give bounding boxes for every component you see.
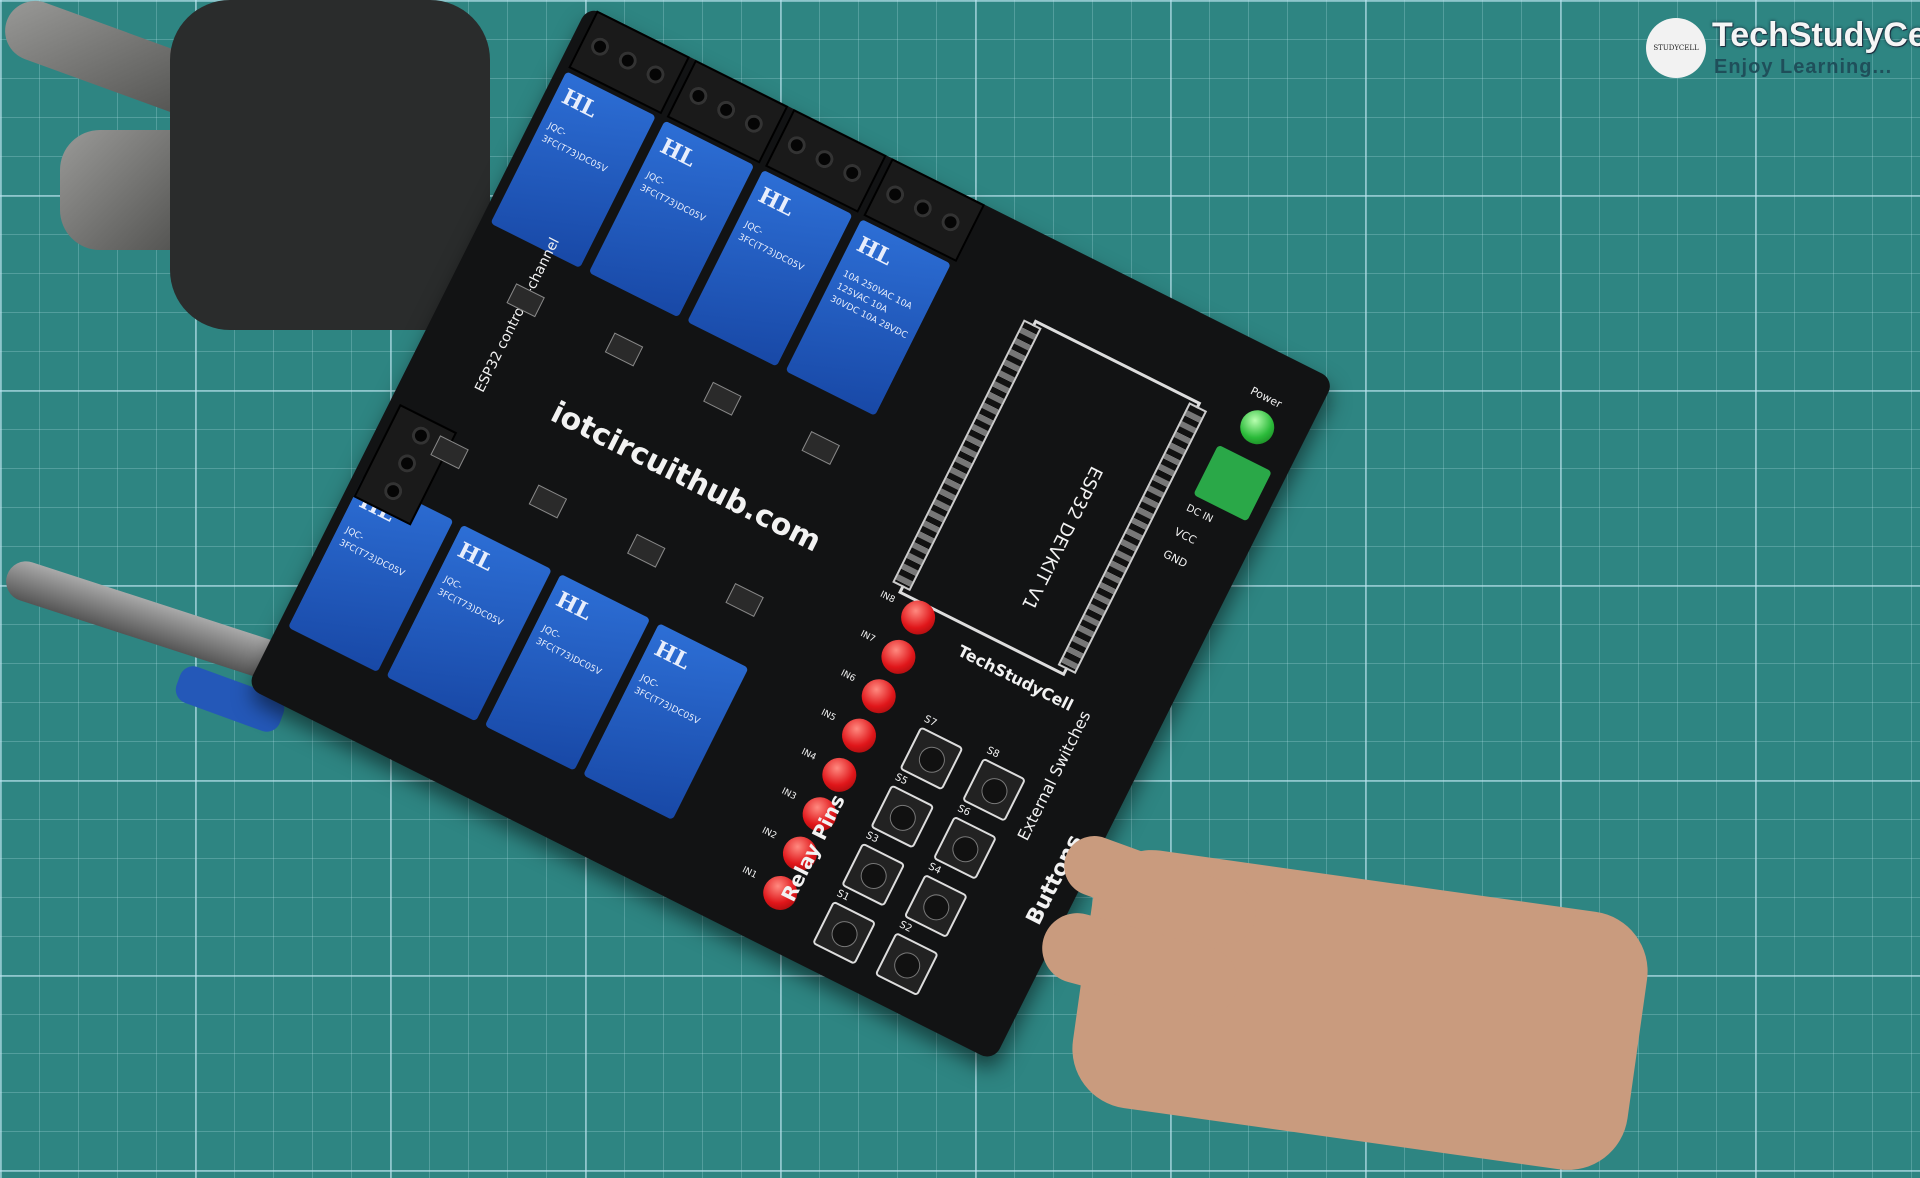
push-button[interactable] bbox=[932, 815, 998, 881]
relay-model: JQC-3FC(T73)DC05V bbox=[539, 121, 609, 176]
indicator-led bbox=[836, 712, 882, 759]
relay-model: JQC-3FC(T73)DC05V bbox=[637, 170, 707, 225]
led-label: IN7 bbox=[858, 629, 877, 645]
esp32-label: ESP32 DEVKIT V1 bbox=[1017, 462, 1107, 613]
optocoupler bbox=[528, 484, 568, 519]
push-button[interactable] bbox=[811, 900, 877, 965]
button-label: S2 bbox=[897, 919, 914, 935]
website-label: iotcircuithub.com bbox=[545, 395, 827, 560]
push-button[interactable] bbox=[961, 757, 1027, 822]
push-button[interactable] bbox=[870, 784, 935, 849]
button-label: S5 bbox=[892, 771, 910, 788]
relay-model: JQC-3FC(T73)DC05V bbox=[435, 574, 505, 629]
button-label: S4 bbox=[926, 861, 943, 877]
button-label: S7 bbox=[922, 713, 939, 730]
button-label: S3 bbox=[863, 829, 881, 846]
watermark-brand: TechStudyCell bbox=[1712, 16, 1920, 54]
indicator-led bbox=[875, 634, 922, 680]
alligator-clip bbox=[0, 556, 290, 684]
relay-spec: 10A 250VAC 10A 125VAC 10A 30VDC 10A 28VD… bbox=[828, 269, 914, 342]
led-label: IN4 bbox=[799, 747, 818, 763]
led-label: IN2 bbox=[760, 825, 779, 842]
optocoupler bbox=[725, 582, 764, 617]
push-button[interactable] bbox=[874, 931, 939, 997]
relay-brand: HL bbox=[650, 635, 695, 676]
push-button[interactable] bbox=[899, 726, 964, 791]
dc-label: DC IN bbox=[1184, 502, 1215, 526]
relay-model: JQC-3FC(T73)DC05V bbox=[533, 624, 603, 678]
techstudycell-logo: STUDYCELL bbox=[1646, 18, 1706, 78]
relay-model: JQC-3FC(T73)DC05V bbox=[632, 673, 702, 727]
optocoupler bbox=[604, 332, 644, 367]
button-label: S8 bbox=[984, 745, 1001, 761]
relay-model: JQC-3FC(T73)DC05V bbox=[337, 525, 407, 580]
relay-brand: HL bbox=[655, 133, 700, 173]
relay-brand: HL bbox=[453, 537, 498, 577]
indicator-led bbox=[816, 752, 863, 798]
power-label: Power bbox=[1248, 384, 1284, 411]
relay-brand: HL bbox=[551, 586, 596, 626]
vcc-label: VCC bbox=[1172, 525, 1199, 548]
relay-brand: HL bbox=[557, 83, 602, 124]
led-label: IN1 bbox=[740, 865, 759, 881]
led-label: IN8 bbox=[878, 589, 897, 606]
optocoupler bbox=[801, 430, 840, 465]
led-label: IN5 bbox=[819, 707, 838, 724]
button-label: S1 bbox=[834, 888, 852, 904]
optocoupler bbox=[627, 533, 666, 568]
watermark-tagline: Enjoy Learning... bbox=[1714, 56, 1893, 78]
relay-brand: HL bbox=[754, 182, 799, 222]
led-label: IN3 bbox=[779, 786, 798, 803]
push-button[interactable] bbox=[903, 873, 969, 939]
helping-hand-base bbox=[170, 0, 490, 330]
relay-model: JQC-3FC(T73)DC05V bbox=[736, 219, 806, 274]
led-label: IN6 bbox=[838, 668, 857, 685]
external-switches-label: External Switches bbox=[1013, 707, 1095, 844]
indicator-led bbox=[855, 673, 902, 720]
gnd-label: GND bbox=[1160, 547, 1190, 571]
push-button[interactable] bbox=[841, 842, 906, 907]
relay-brand: HL bbox=[852, 231, 897, 272]
board-title: ESP32 control 8-channel bbox=[472, 235, 563, 396]
button-label: S6 bbox=[955, 803, 972, 819]
optocoupler bbox=[703, 381, 742, 416]
power-led bbox=[1234, 404, 1281, 451]
